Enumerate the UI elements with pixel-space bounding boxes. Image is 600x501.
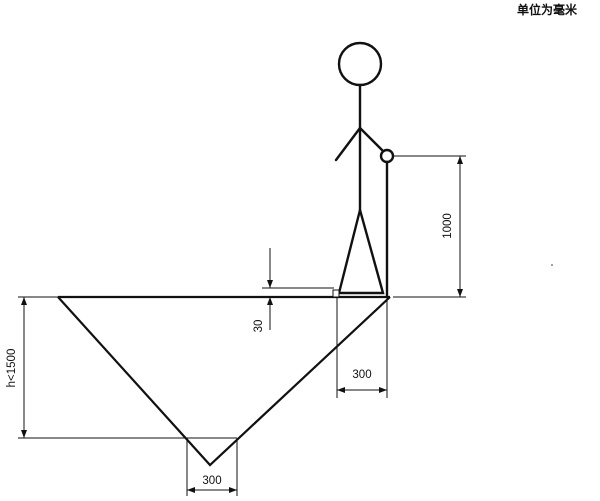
speck <box>551 264 553 266</box>
trench-bottom-label: 300 <box>202 475 221 487</box>
worker-head <box>337 41 383 87</box>
worker-right-arm <box>358 126 384 152</box>
guardrail-top-rail <box>379 148 395 164</box>
fence-height-label: 1000 <box>442 213 454 239</box>
worker-figure <box>334 41 385 295</box>
depth-label: h<1500 <box>6 349 18 388</box>
base-width-dimension: 300 <box>336 297 388 398</box>
trench-bottom-dimension: 300 <box>186 437 238 496</box>
unit-note: 单位为毫米 <box>517 2 578 17</box>
toe-board-label: 30 <box>253 320 265 333</box>
trench-profile <box>57 296 391 467</box>
worker-legs <box>337 208 385 295</box>
base-width-label: 300 <box>352 369 371 381</box>
depth-dimension: h<1500 <box>6 296 190 439</box>
worker-left-arm <box>334 126 362 162</box>
toe-board <box>332 289 340 298</box>
fence-height-dimension: 1000 <box>393 155 466 298</box>
toe-board-dimension: 30 <box>253 248 334 332</box>
